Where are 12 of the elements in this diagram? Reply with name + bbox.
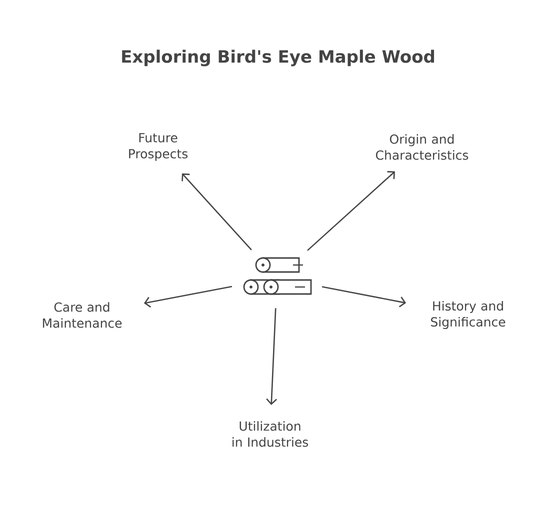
arrow — [266, 308, 277, 405]
topic-label: History and Significance — [431, 300, 506, 330]
arrow — [307, 171, 395, 251]
title: Exploring Bird's Eye Maple Wood — [122, 50, 434, 66]
topic-label: Future Prospects — [129, 133, 188, 161]
arrow — [144, 286, 232, 308]
arrow — [322, 286, 406, 308]
topic-label: Care and Maintenance — [42, 302, 122, 328]
topic-label: Utilization in Industries — [232, 421, 308, 447]
topic-label: Origin and Characteristics — [376, 134, 468, 160]
arrow — [182, 173, 252, 250]
picture — [243, 257, 312, 295]
